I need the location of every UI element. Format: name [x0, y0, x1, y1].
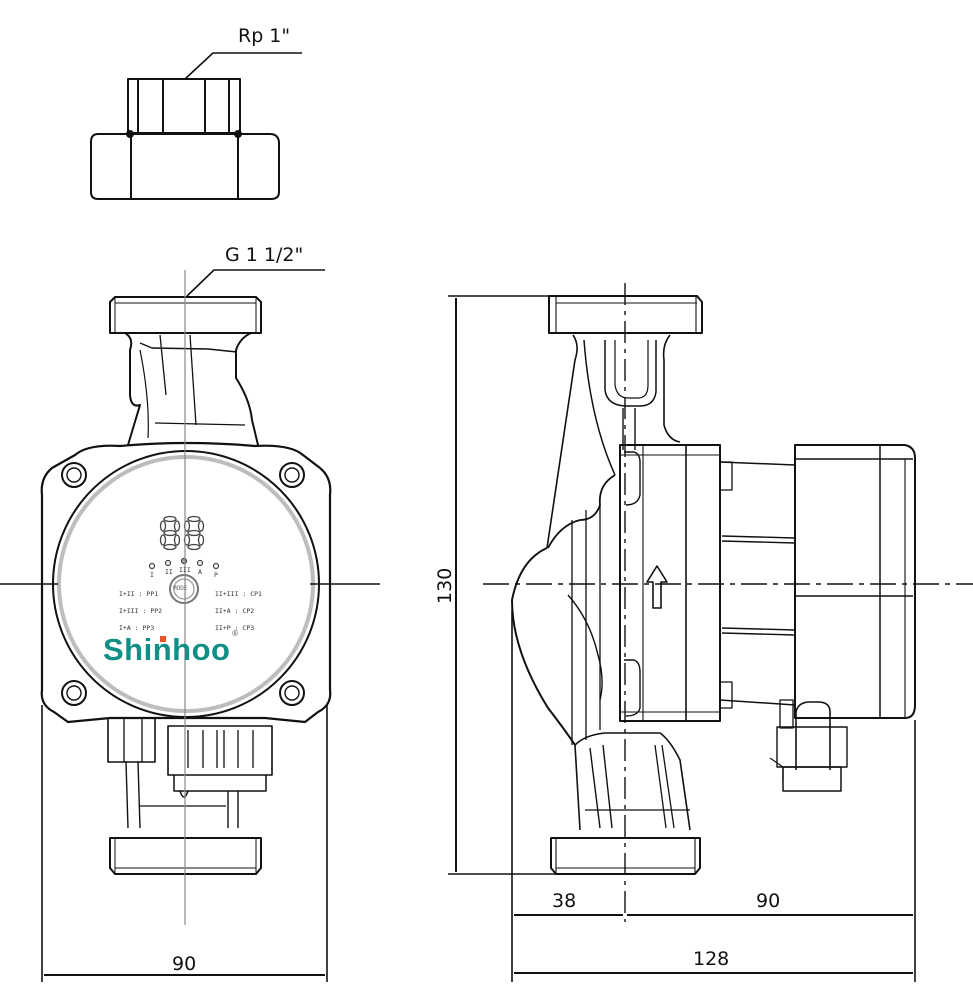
legend-right-2: II+A : CP2 [215, 607, 255, 615]
legend-right-3: II+P : CP3 [215, 624, 255, 632]
front-view [0, 269, 380, 982]
indicator-label-p: P [214, 571, 218, 579]
bolt-holes [61, 462, 305, 706]
side-view [448, 283, 973, 982]
indicator-label-a: A [198, 568, 202, 576]
dim-side-height: 130 [434, 567, 456, 604]
brand-logo: Shinhoo ® [103, 630, 238, 667]
indicator-label-3: III [179, 566, 191, 574]
dim-total-length: 128 [693, 948, 730, 970]
indicator-label-1: I [150, 571, 154, 579]
brand-accent-dot [160, 636, 166, 642]
dim-front-width: 90 [172, 953, 197, 975]
legend-left-2: I+III : PP2 [119, 607, 163, 615]
legend-right-1: II+III : CP1 [215, 590, 262, 598]
union-fitting [90, 52, 302, 200]
registered-mark: ® [232, 629, 239, 638]
indicator-leds [148, 557, 220, 570]
pump-thread-label: G 1 1/2" [225, 244, 304, 266]
dim-axis-to-back: 90 [756, 890, 781, 912]
legend-left-3: I+A : PP3 [119, 624, 155, 632]
flow-arrow-icon [646, 565, 668, 609]
union-thread-label: Rp 1" [238, 25, 291, 47]
brand-name: Shinhoo [103, 632, 231, 667]
legend-left-1: I+II : PP1 [119, 590, 159, 598]
dim-port-to-axis: 38 [552, 890, 577, 912]
seven-segment-display [159, 515, 205, 551]
indicator-label-2: II [165, 568, 173, 576]
mode-button-label[interactable]: MODE [173, 585, 188, 592]
